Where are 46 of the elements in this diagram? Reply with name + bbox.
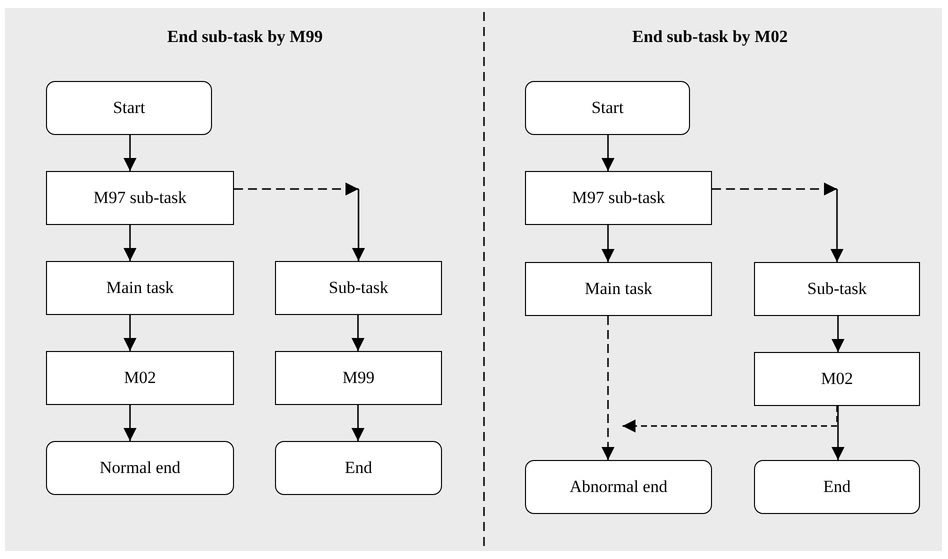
node-label: M97 sub-task: [572, 188, 666, 208]
panel-title: End sub-task by M99: [167, 27, 323, 47]
arrow: [352, 315, 364, 351]
node-label: Normal end: [100, 458, 180, 478]
node-label: Sub-task: [328, 278, 388, 298]
node-label: End: [344, 458, 372, 478]
terminal-box: [754, 460, 920, 514]
arrow: [832, 406, 844, 460]
node-label: Main task: [106, 278, 174, 298]
arrow: [602, 225, 614, 262]
process-box: [46, 261, 234, 315]
arrow: [124, 315, 136, 351]
arrow: [832, 316, 844, 352]
process-box: [275, 261, 442, 315]
terminal-box: [275, 441, 442, 495]
terminal-box: [525, 460, 712, 514]
arrow: [124, 135, 136, 171]
arrow: [124, 405, 136, 441]
arrow: [622, 406, 838, 432]
process-box: [525, 262, 712, 316]
process-box: [275, 351, 442, 405]
node-label: Start: [112, 98, 146, 118]
arrow: [602, 316, 614, 460]
arrow: [712, 182, 844, 262]
process-box: [754, 352, 920, 406]
arrow: [602, 135, 614, 171]
node-label: Start: [591, 98, 624, 118]
process-box: [46, 351, 234, 405]
node-label: M99: [342, 368, 375, 388]
node-label: M97 sub-task: [93, 188, 187, 208]
panel-title: End sub-task by M02: [632, 27, 788, 47]
node-label: Main task: [584, 279, 652, 299]
arrow: [352, 405, 364, 441]
process-box: [525, 171, 712, 225]
terminal-box: [46, 441, 234, 495]
node-label: Abnormal end: [570, 477, 668, 497]
arrow: [234, 182, 365, 261]
node-label: M02: [820, 369, 854, 389]
terminal-box: [46, 81, 212, 135]
node-label: Sub-task: [807, 279, 867, 299]
terminal-box: [525, 81, 690, 135]
node-label: M02: [124, 368, 156, 388]
node-label: End: [823, 477, 851, 497]
arrow: [124, 225, 136, 261]
process-box: [46, 171, 234, 225]
process-box: [754, 262, 920, 316]
